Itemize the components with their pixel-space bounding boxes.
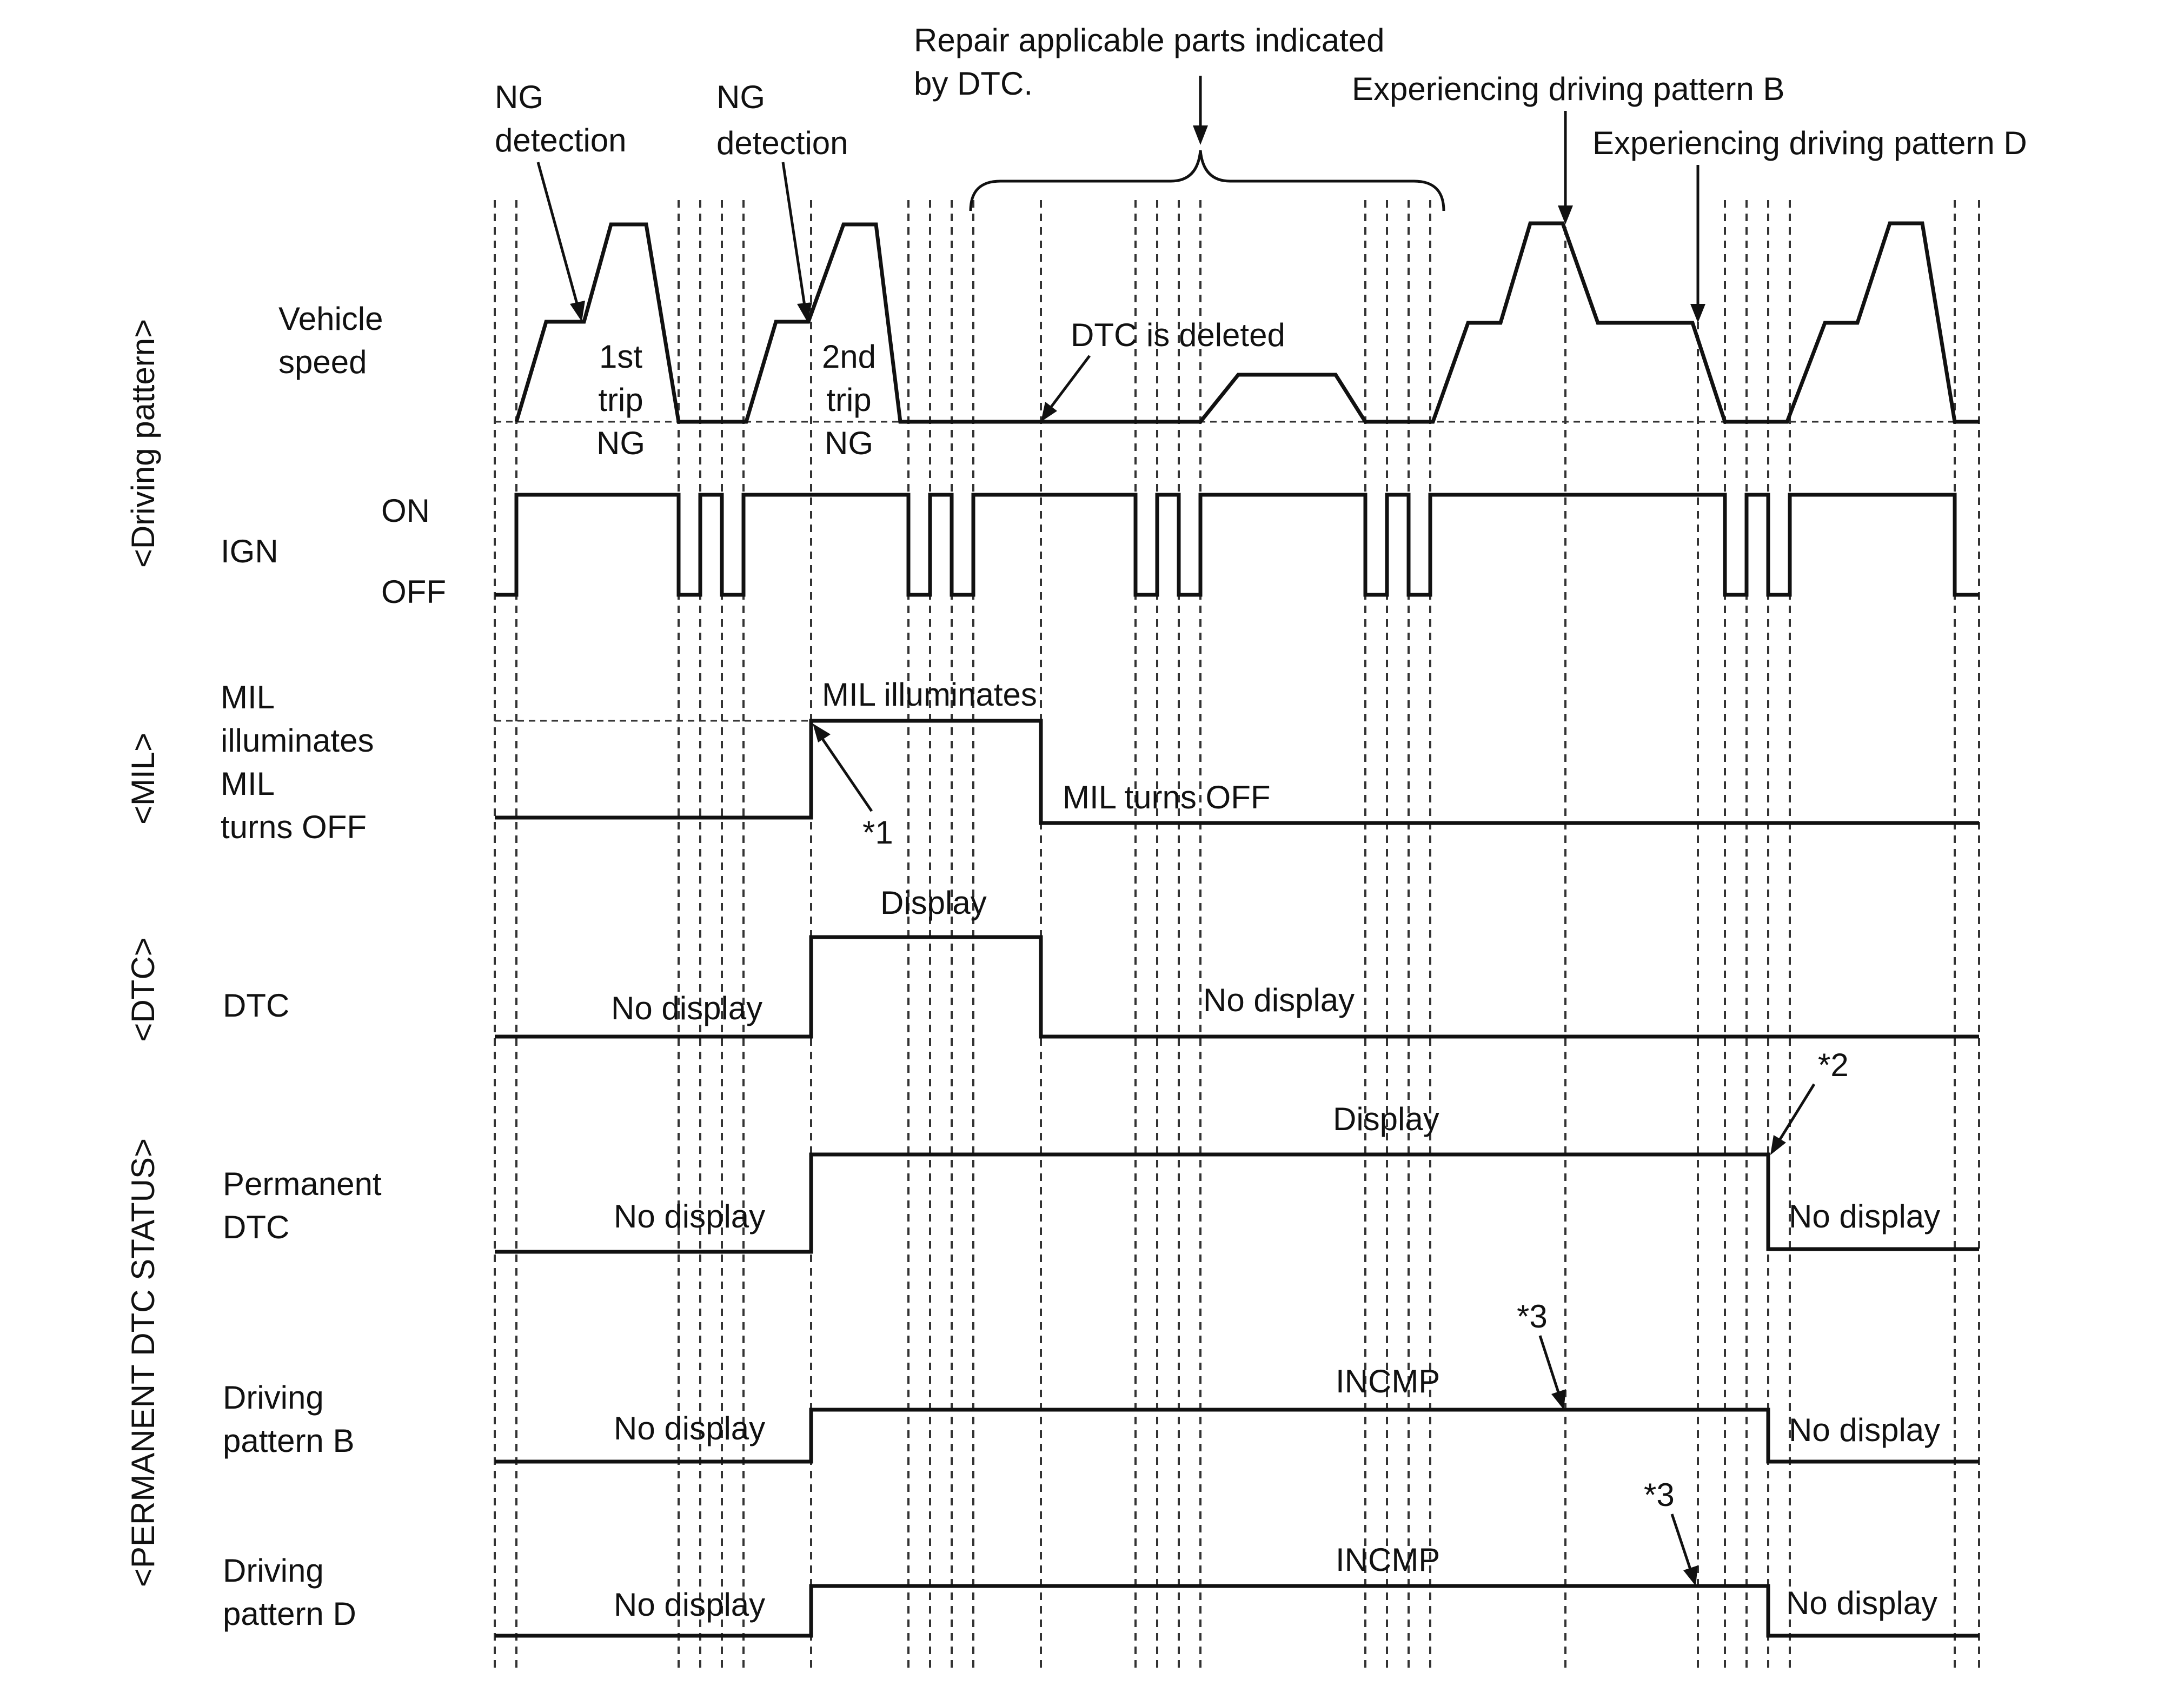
row-label-permanent-dtc-line1: Permanent bbox=[223, 1166, 382, 1202]
section-label-driving-pattern: <Driving pattern> bbox=[125, 319, 161, 568]
repair-period-brace bbox=[969, 150, 1445, 211]
trip2-label-line3: NG bbox=[825, 425, 873, 461]
pattern-b-state-no-display-2: No display bbox=[1789, 1412, 1940, 1448]
pattern-d-state-no-display-2: No display bbox=[1786, 1585, 1937, 1621]
row-label-permanent-dtc-line2: DTC bbox=[223, 1209, 289, 1245]
experiencing-pattern-d-note: Experiencing driving pattern D bbox=[1592, 125, 2027, 161]
row-label-mil-off-line2: turns OFF bbox=[221, 809, 367, 845]
experiencing-pattern-b-arrowhead bbox=[1558, 205, 1573, 224]
trip1-label-line2: trip bbox=[598, 382, 643, 418]
row-label-ign: IGN bbox=[221, 533, 278, 569]
trip2-label-line2: trip bbox=[826, 382, 871, 418]
mil-trace bbox=[495, 719, 1979, 825]
row-label-dtc: DTC bbox=[223, 987, 289, 1024]
ng-detection-2-arrow bbox=[781, 162, 806, 306]
ng-detection-1-line2: detection bbox=[495, 122, 627, 158]
section-label-permanent-dtc-status: <PERMANENT DTC STATUS> bbox=[125, 1138, 161, 1587]
permanent-dtc-trace bbox=[495, 1152, 1979, 1254]
mil-turns-off-note: MIL turns OFF bbox=[1063, 779, 1271, 815]
ng-detection-2-line1: NG bbox=[716, 79, 765, 115]
note-star-3-b: *3 bbox=[1517, 1298, 1548, 1335]
trip1-label-line1: 1st bbox=[599, 339, 642, 375]
ign-off-label: OFF bbox=[381, 574, 446, 610]
dtc-trace bbox=[495, 935, 1979, 1039]
experiencing-pattern-b-note: Experiencing driving pattern B bbox=[1352, 71, 1784, 107]
note-star-2-arrowhead bbox=[1770, 1135, 1786, 1155]
note-star-3-b-arrowhead bbox=[1551, 1389, 1566, 1410]
note-star-1: *1 bbox=[862, 814, 893, 851]
note-star-2-arrow bbox=[1777, 1083, 1816, 1142]
note-star-3-d: *3 bbox=[1644, 1477, 1675, 1513]
repair-note-arrowhead bbox=[1193, 125, 1208, 145]
note-star-3-b-arrow bbox=[1538, 1335, 1561, 1395]
section-label-dtc: <DTC> bbox=[125, 937, 161, 1041]
section-label-mil: <MIL> bbox=[125, 733, 161, 825]
ng-detection-2-arrowhead bbox=[797, 302, 812, 322]
row-label-mil-on-line2: illuminates bbox=[221, 722, 374, 759]
pattern-d-trace bbox=[495, 1584, 1979, 1638]
dtc-deleted-arrow bbox=[1049, 355, 1091, 409]
note-star-1-arrow bbox=[820, 737, 873, 812]
permanent-state-no-display-1: No display bbox=[614, 1198, 765, 1235]
row-label-pattern-d-line2: pattern D bbox=[223, 1596, 356, 1632]
ng-detection-1-line1: NG bbox=[495, 79, 543, 115]
row-label-pattern-b-line2: pattern B bbox=[223, 1423, 355, 1459]
repair-note-line1: Repair applicable parts indicated bbox=[914, 22, 1385, 58]
permanent-state-display: Display bbox=[1333, 1101, 1439, 1137]
dtc-state-no-display-1: No display bbox=[611, 990, 762, 1026]
mil-illuminates-note: MIL illuminates bbox=[822, 676, 1037, 713]
dtc-state-no-display-2: No display bbox=[1203, 982, 1355, 1018]
note-star-3-d-arrowhead bbox=[1683, 1565, 1698, 1586]
pattern-d-state-incmp: INCMP bbox=[1336, 1542, 1440, 1578]
dtc-deleted-arrowhead bbox=[1041, 402, 1057, 422]
vehicle-speed-trace bbox=[514, 221, 1979, 424]
pattern-d-state-no-display-1: No display bbox=[614, 1587, 765, 1623]
experiencing-pattern-d-arrowhead bbox=[1690, 304, 1705, 323]
repair-note-line2: by DTC. bbox=[914, 65, 1033, 102]
note-star-3-d-arrow bbox=[1670, 1514, 1692, 1571]
pattern-b-state-incmp: INCMP bbox=[1336, 1363, 1440, 1399]
ign-trace bbox=[495, 493, 1979, 597]
note-star-1-arrowhead bbox=[813, 724, 831, 742]
row-label-mil-on-line1: MIL bbox=[221, 679, 275, 715]
row-label-vehicle-speed-line2: speed bbox=[278, 344, 367, 380]
permanent-state-no-display-2: No display bbox=[1789, 1198, 1940, 1235]
ng-detection-1-arrow bbox=[536, 162, 579, 306]
row-label-pattern-d-line1: Driving bbox=[223, 1552, 324, 1589]
note-star-2: *2 bbox=[1818, 1047, 1849, 1083]
row-label-pattern-b-line1: Driving bbox=[223, 1379, 324, 1416]
pattern-b-trace bbox=[495, 1408, 1979, 1464]
ign-on-label: ON bbox=[381, 493, 430, 529]
trip2-label-line1: 2nd bbox=[822, 339, 876, 375]
row-label-mil-off-line1: MIL bbox=[221, 766, 275, 802]
pattern-b-state-no-display-1: No display bbox=[614, 1410, 765, 1446]
row-label-vehicle-speed-line1: Vehicle bbox=[278, 301, 383, 337]
dtc-deleted-note: DTC is deleted bbox=[1071, 317, 1285, 353]
trip1-label-line3: NG bbox=[596, 425, 645, 461]
ng-detection-2-line2: detection bbox=[716, 125, 848, 161]
ng-detection-1-arrowhead bbox=[570, 301, 585, 322]
dtc-state-display: Display bbox=[880, 885, 987, 921]
